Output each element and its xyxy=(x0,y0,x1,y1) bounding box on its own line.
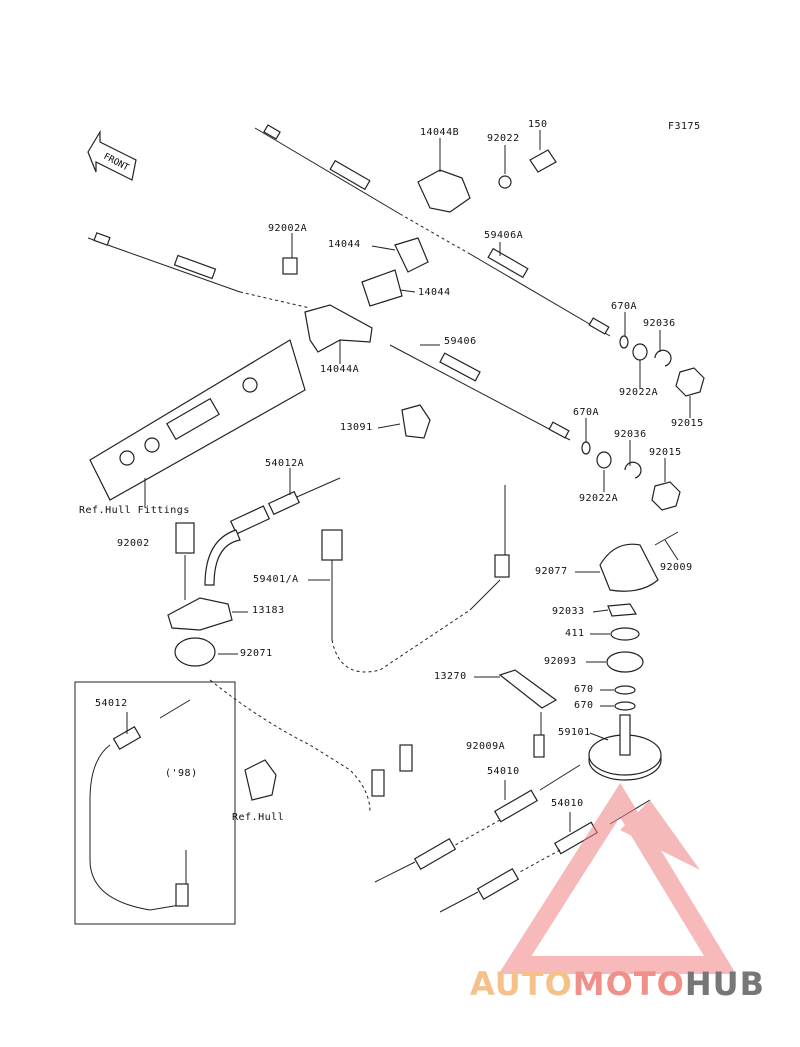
part-label-150: 150 xyxy=(528,119,548,130)
part-label-92033: 92033 xyxy=(552,606,585,617)
gasket-13183 xyxy=(167,597,233,631)
part-label-92022A-1: 92022A xyxy=(619,387,659,398)
washer-92093 xyxy=(606,651,644,673)
year-note: ('98) xyxy=(165,768,198,779)
part-label-92093: 92093 xyxy=(544,656,577,667)
cable-center xyxy=(209,679,371,813)
oring-670-2 xyxy=(614,701,636,711)
oring-670A-2 xyxy=(581,441,591,455)
part-label-92036-2: 92036 xyxy=(614,429,647,440)
part-label-670A-1: 670A xyxy=(611,301,638,312)
nut-92015-1 xyxy=(675,367,705,397)
part-label-92002A: 92002A xyxy=(268,223,308,234)
pulley-59101 xyxy=(588,714,662,781)
nut-92015-2 xyxy=(651,481,681,511)
hull-fittings-plate xyxy=(89,339,306,508)
part-label-92036-1: 92036 xyxy=(643,318,676,329)
washer-92022 xyxy=(498,175,512,189)
washer-92022A-1 xyxy=(632,343,648,361)
oring-670-1 xyxy=(614,685,636,695)
part-label-92015-1: 92015 xyxy=(671,418,704,429)
clip-92033 xyxy=(607,603,638,617)
part-label-14044-a: 14044 xyxy=(328,239,361,250)
bracket-14044A xyxy=(304,304,373,353)
bolt-92002 xyxy=(175,522,195,554)
part-label-14044A: 14044A xyxy=(320,364,360,375)
bolt-92002A xyxy=(282,257,298,275)
part-label-92009-1: 92009 xyxy=(660,562,693,573)
rubber-13091 xyxy=(401,404,431,439)
bracket-14044B xyxy=(417,169,471,213)
part-label-92002: 92002 xyxy=(117,538,150,549)
part-label-411: 411 xyxy=(565,628,585,639)
watermark-part3: HUB xyxy=(684,965,766,1003)
knob-92077 xyxy=(599,543,659,592)
clamp-14044-b xyxy=(361,269,403,307)
ref-hull-fittings-label: Ref.Hull Fittings xyxy=(79,505,190,516)
plate-13270 xyxy=(498,669,558,709)
washer-92022A-2 xyxy=(596,451,612,469)
ref-hull-label: Ref.Hull xyxy=(232,812,285,823)
part-label-14044-b: 14044 xyxy=(418,287,451,298)
watermark-logo xyxy=(498,782,736,974)
part-label-14044B: 14044B xyxy=(420,127,460,138)
part-label-54010-1: 54010 xyxy=(487,766,520,777)
part-label-54012A: 54012A xyxy=(265,458,305,469)
part-label-59401A: 59401/A xyxy=(253,574,299,585)
oring-670A-1 xyxy=(619,335,629,349)
watermark-text: AUTOMOTOHUB xyxy=(470,965,765,1003)
cable-54010-1 xyxy=(374,764,581,883)
part-label-54012: 54012 xyxy=(95,698,128,709)
variant-98-box xyxy=(74,681,236,925)
part-label-13091: 13091 xyxy=(340,422,373,433)
part-label-92071: 92071 xyxy=(240,648,273,659)
part-label-13270: 13270 xyxy=(434,671,467,682)
clip-92036-2 xyxy=(624,461,642,479)
hull-block xyxy=(244,759,277,801)
cable-59401A xyxy=(321,485,510,673)
cable-54012 xyxy=(89,699,191,911)
part-label-92015-2: 92015 xyxy=(649,447,682,458)
part-label-92077: 92077 xyxy=(535,566,568,577)
part-label-92009A: 92009A xyxy=(466,741,506,752)
cap-92071 xyxy=(174,637,216,667)
leader-lines xyxy=(126,130,691,832)
bolt-92009A xyxy=(533,734,545,758)
watermark-part2: MOTO xyxy=(572,965,685,1003)
part-label-670-2: 670 xyxy=(574,700,594,711)
diagram-id: F3175 xyxy=(668,121,701,132)
part-label-670A-2: 670A xyxy=(573,407,600,418)
bolt-150 xyxy=(529,149,557,173)
part-label-13183: 13183 xyxy=(252,605,285,616)
clip-92036-1 xyxy=(654,349,672,367)
watermark-part1: AUTO xyxy=(470,965,573,1003)
part-label-92022A-2: 92022A xyxy=(579,493,619,504)
part-label-59406A: 59406A xyxy=(484,230,524,241)
part-label-59101: 59101 xyxy=(558,727,591,738)
part-label-92022: 92022 xyxy=(487,133,520,144)
washer-411 xyxy=(610,627,640,641)
part-label-670-1: 670 xyxy=(574,684,594,695)
front-arrow-icon: FRONT xyxy=(87,129,137,181)
cable-59406 xyxy=(87,232,571,441)
cable-54010-2 xyxy=(439,799,651,913)
cable-59406A xyxy=(254,124,611,337)
clamp-14044-a xyxy=(394,237,429,273)
cable-54012A xyxy=(204,477,341,586)
part-label-59406: 59406 xyxy=(444,336,477,347)
part-label-54010-2: 54010 xyxy=(551,798,584,809)
